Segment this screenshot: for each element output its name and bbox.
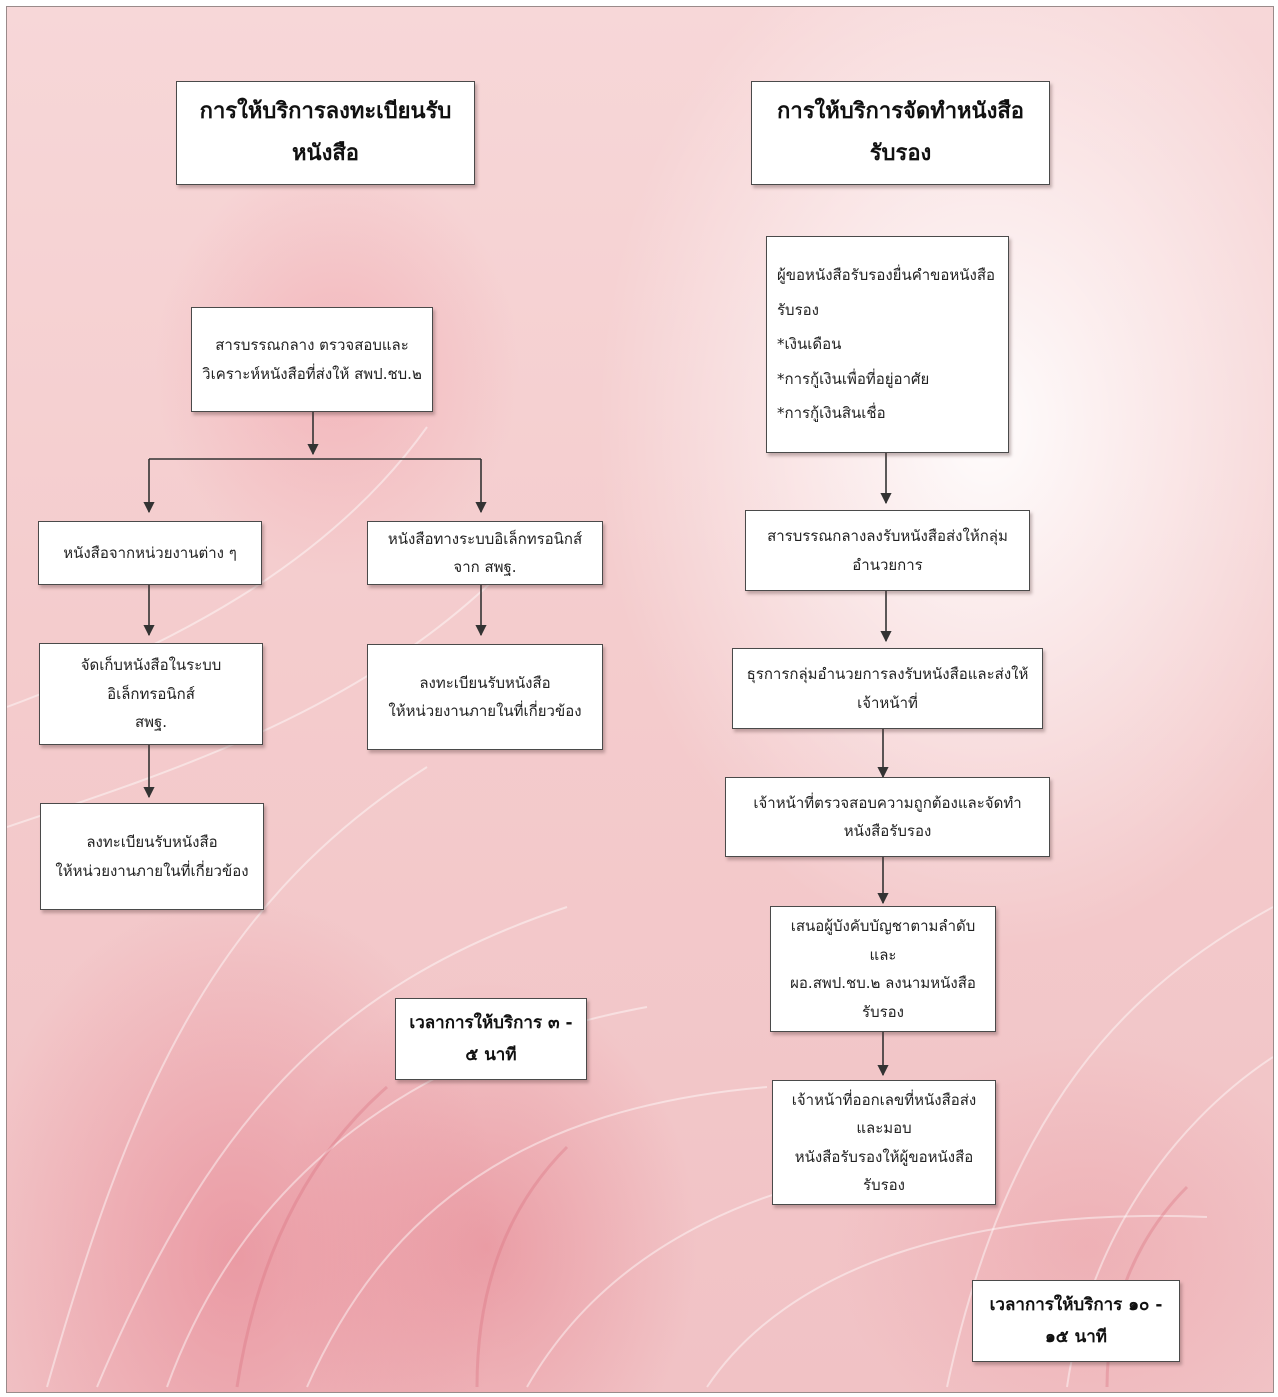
right-service-time: เวลาการให้บริการ ๑๐ - ๑๕ นาที	[972, 1280, 1180, 1362]
left-service-time: เวลาการให้บริการ ๓ - ๕ นาที	[395, 998, 587, 1080]
left-branch-agencies: หนังสือจากหน่วยงานต่าง ๆ	[38, 521, 262, 585]
left-agencies-register: ลงทะเบียนรับหนังสือ ให้หน่วยงานภายในที่เ…	[40, 803, 264, 910]
left-branch-electronic: หนังสือทางระบบอิเล็กทรอนิกส์จาก สพฐ.	[367, 521, 603, 585]
right-step-central: สารบรรณกลางลงรับหนังสือส่งให้กลุ่มอำนวยก…	[745, 510, 1030, 591]
flowchart-canvas: การให้บริการลงทะเบียนรับหนังสือ สารบรรณก…	[6, 6, 1274, 1393]
left-agencies-store: จัดเก็บหนังสือในระบบอิเล็กทรอนิกส์ สพฐ.	[39, 643, 263, 745]
left-step-central-review: สารบรรณกลาง ตรวจสอบและ วิเคราะห์หนังสือท…	[191, 307, 433, 412]
right-step-sign: เสนอผู้บังคับบัญชาตามลำดับ และ ผอ.สพป.ชบ…	[770, 906, 996, 1032]
right-flow-title: การให้บริการจัดทำหนังสือรับรอง	[751, 81, 1050, 185]
floral-background	[7, 426, 1273, 1388]
left-electronic-register: ลงทะเบียนรับหนังสือ ให้หน่วยงานภายในที่เ…	[367, 644, 603, 750]
right-step-officer: เจ้าหน้าที่ตรวจสอบความถูกต้องและจัดทำหนั…	[725, 777, 1050, 857]
left-flow-title: การให้บริการลงทะเบียนรับหนังสือ	[176, 81, 475, 185]
right-step-issue: เจ้าหน้าที่ออกเลขที่หนังสือส่งและมอบ หนั…	[772, 1080, 996, 1205]
flow-connectors	[143, 412, 892, 1077]
right-step-admin: ธุรการกลุ่มอำนวยการลงรับหนังสือและส่งให้…	[732, 648, 1043, 729]
right-step-request: ผู้ขอหนังสือรับรองยื่นคำขอหนังสือรับรอง …	[766, 236, 1009, 453]
